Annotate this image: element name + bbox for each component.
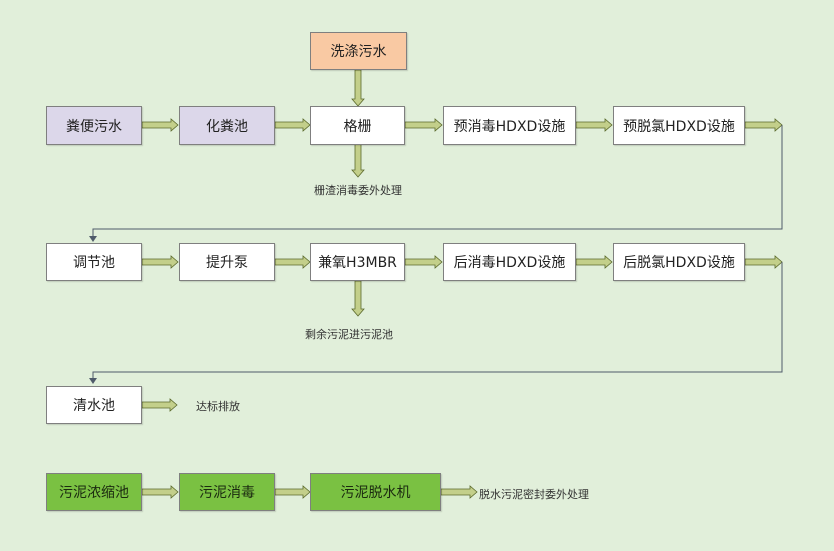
sludge-disinfect-box: 污泥消毒: [179, 473, 275, 511]
discharge-note: 达标排放: [196, 400, 240, 413]
mbr-box: 兼氧H3MBR: [310, 243, 405, 281]
arrow-disinfect-to-dewater: [274, 485, 311, 499]
arrow-postdechlor-out: [744, 255, 783, 269]
arrow-predechlor-out: [744, 118, 783, 132]
connector-arrowhead-row2: [89, 236, 97, 242]
arrow-grille-to-predisinfect: [404, 118, 443, 132]
arrow-dewater-out: [440, 485, 478, 499]
grille-box: 格栅: [310, 106, 405, 145]
arrow-grille-to-screenings: [351, 143, 365, 178]
septic-tank-box: 化粪池: [179, 106, 275, 145]
excess-sludge-note: 剩余污泥进污泥池: [305, 328, 393, 341]
arrow-predisinfect-to-predechlor: [575, 118, 613, 132]
arrow-mbr-to-postdisinfect: [404, 255, 443, 269]
arrow-postdisinfect-to-postdechlor: [575, 255, 613, 269]
pre-disinfect-box: 预消毒HDXD设施: [443, 106, 576, 145]
clear-water-tank-box: 清水池: [46, 386, 142, 424]
wash-water-box: 洗涤污水: [310, 32, 407, 70]
arrow-pump-to-mbr: [274, 255, 311, 269]
arrow-thickener-to-disinfect: [141, 485, 179, 499]
post-dechlorinate-box: 后脱氯HDXD设施: [613, 243, 745, 281]
arrow-wash-to-grille: [351, 69, 365, 107]
dewatered-sludge-note: 脱水污泥密封委外处理: [479, 488, 589, 501]
arrow-fecal-to-septic: [141, 118, 179, 132]
arrow-clearwater-to-discharge: [141, 398, 178, 412]
connector-row1-to-row2: [92, 125, 783, 238]
pre-dechlorinate-box: 预脱氯HDXD设施: [613, 106, 745, 145]
sludge-thickener-box: 污泥浓缩池: [46, 473, 142, 511]
lift-pump-box: 提升泵: [179, 243, 275, 281]
arrow-regulating-to-pump: [141, 255, 179, 269]
regulating-tank-box: 调节池: [46, 243, 142, 281]
arrow-mbr-to-sludge: [351, 280, 365, 317]
screenings-note: 栅渣消毒委外处理: [314, 184, 402, 197]
arrow-septic-to-grille: [274, 118, 311, 132]
fecal-water-box: 粪便污水: [46, 106, 142, 145]
connector-row2-to-row3: [92, 262, 783, 380]
connector-arrowhead-row3: [89, 378, 97, 384]
sludge-dewater-box: 污泥脱水机: [310, 473, 441, 511]
post-disinfect-box: 后消毒HDXD设施: [443, 243, 576, 281]
